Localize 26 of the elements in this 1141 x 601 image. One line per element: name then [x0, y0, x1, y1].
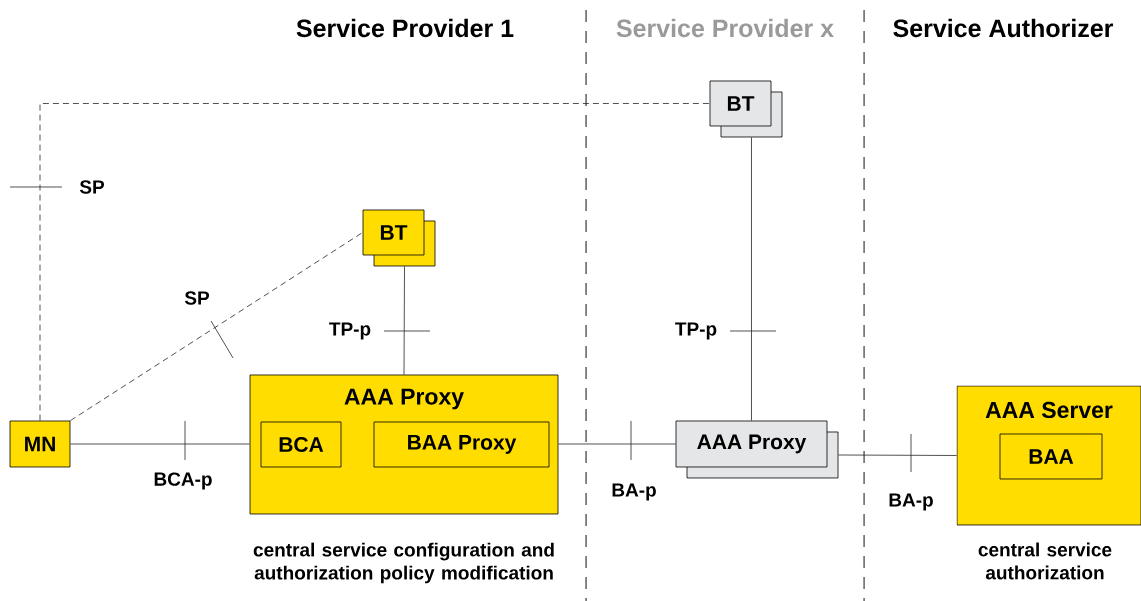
column-heading: Service Provider 1 — [296, 18, 514, 38]
stacked-box: BT — [709, 80, 783, 138]
edge-label: BA-p — [612, 483, 656, 501]
connector — [751, 137, 752, 421]
connector — [403, 266, 405, 375]
function-box: BAA Proxy — [373, 421, 550, 468]
connector — [70, 443, 250, 445]
connector — [39, 103, 710, 421]
column-heading: Service Provider x — [616, 18, 834, 38]
node-label: central service authorization — [978, 542, 1112, 580]
column-heading: Service Authorizer — [893, 18, 1114, 38]
connector — [558, 443, 676, 445]
node-label: central service configuration and authorization policy modification — [253, 542, 554, 584]
edge-label: SP — [184, 291, 209, 305]
node-box: MN — [9, 420, 71, 468]
stacked-box: AAA Proxy — [675, 420, 839, 479]
function-box: BAA — [999, 433, 1103, 480]
stacked-box: BT — [362, 209, 436, 267]
edge-label: BCA-p — [154, 472, 212, 490]
edge-label: SP — [79, 180, 104, 194]
connector — [838, 454, 957, 456]
edge-label: BA-p — [889, 493, 933, 511]
edge-label: TP-p — [329, 322, 371, 340]
function-box: BCA — [260, 421, 342, 468]
edge-label: TP-p — [675, 322, 717, 340]
connector — [70, 232, 363, 421]
